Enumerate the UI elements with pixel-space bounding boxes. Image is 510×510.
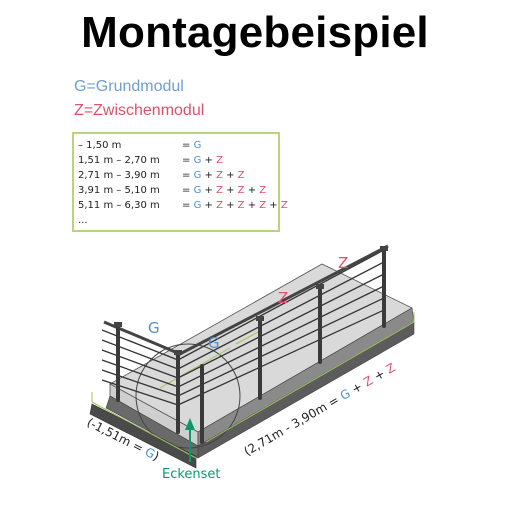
token-g: G: [190, 170, 202, 181]
row-equation: = G + Z + Z + Z + Z: [182, 200, 288, 211]
label-g-right: G: [208, 334, 220, 352]
token-operator: +: [201, 170, 213, 181]
token-operator: +: [222, 185, 235, 196]
token-z: Z: [234, 200, 245, 211]
module-table: – 1,50 m = G 1,51 m – 2,70 m = G + Z 2,7…: [72, 132, 288, 232]
token-z: Z: [212, 200, 223, 211]
row-range: 5,11 m – 6,30 m: [78, 200, 160, 211]
token-operator: +: [244, 185, 257, 196]
handrail-long: [175, 244, 389, 358]
token-g: G: [190, 200, 202, 211]
corner-circle: [135, 343, 241, 449]
row-equation: = G + Z: [182, 155, 223, 166]
token-operator: +: [222, 200, 235, 211]
token-operator: +: [266, 200, 278, 211]
legend-grundmodul: G=Grundmodul: [74, 78, 184, 95]
post-caps: [114, 246, 388, 355]
corner-set-label: Eckenset: [162, 467, 221, 482]
token-operator: +: [244, 200, 257, 211]
railing-bars-short: [101, 329, 179, 406]
short-close: ): [151, 449, 162, 464]
token-z: Z: [234, 170, 245, 181]
token-g: G: [190, 185, 202, 196]
token-z: Z: [256, 200, 267, 211]
token-z: Z: [277, 200, 288, 211]
row-range: – 1,50 m: [78, 140, 122, 151]
token-z: Z: [234, 185, 245, 196]
row-range: 3,91 m – 5,10 m: [78, 185, 160, 196]
dimension-lines: [91, 312, 415, 459]
token-g: G: [190, 140, 202, 151]
token-operator: =: [182, 200, 191, 211]
token-operator: =: [182, 140, 191, 151]
token-z: Z: [256, 185, 267, 196]
token-z: Z: [212, 170, 223, 181]
row-equation: = G + Z + Z + Z: [182, 185, 266, 196]
corner-set-arrow: [185, 418, 195, 462]
token-operator: =: [182, 185, 191, 196]
label-g-left: G: [148, 319, 160, 337]
row-equation: = G: [182, 140, 201, 151]
token-z: Z: [212, 155, 223, 166]
token-operator: +: [201, 200, 213, 211]
token-operator: +: [222, 170, 235, 181]
token-g: G: [190, 155, 202, 166]
token-z: Z: [212, 185, 223, 196]
railing-bars-long: [177, 249, 385, 406]
label-z-mid: Z: [278, 289, 288, 307]
token-operator: +: [201, 185, 213, 196]
railing-posts: [116, 250, 386, 444]
row-range: ...: [78, 215, 88, 226]
legend-zwischenmodul: Z=Zwischenmodul: [74, 102, 205, 119]
token-operator: =: [182, 170, 191, 181]
page-title: Montagebeispiel: [81, 8, 429, 57]
row-equation: = G + Z + Z: [182, 170, 245, 181]
label-z-far: Z: [338, 254, 348, 272]
token-operator: =: [182, 155, 191, 166]
row-range: 2,71 m – 3,90 m: [78, 170, 160, 181]
row-range: 1,51 m – 2,70 m: [78, 155, 160, 166]
token-operator: +: [201, 155, 213, 166]
